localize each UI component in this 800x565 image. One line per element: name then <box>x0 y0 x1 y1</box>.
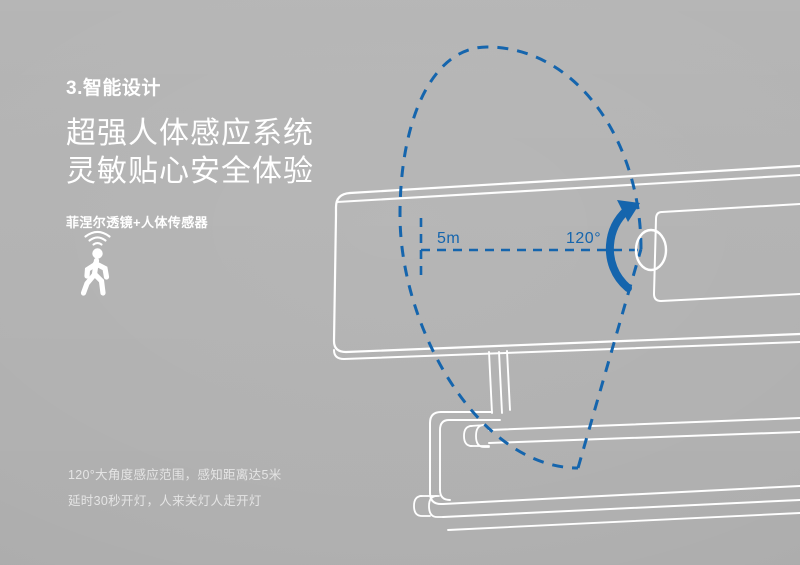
caption-line-2: 延时30秒开灯，人来关灯人走开灯 <box>68 494 262 509</box>
caption-line-1: 120°大角度感应范围，感知距离达5米 <box>68 468 282 482</box>
distance-label: 5m <box>437 230 460 247</box>
feature-caption: 120°大角度感应范围，感知距离达5米 延时30秒开灯，人来关灯人走开灯 <box>68 462 398 515</box>
section-eyebrow: 3.智能设计 <box>66 78 161 99</box>
person-body <box>80 257 110 296</box>
distance-guideline <box>419 218 638 282</box>
headline-block: 3.智能设计 超强人体感应系统 灵敏贴心安全体验 菲涅尔透镜+人体传感器 <box>66 78 366 231</box>
headline-line-2: 灵敏贴心安全体验 <box>66 155 314 189</box>
drying-rack-line-art <box>332 164 800 531</box>
pir-sensor-lens <box>634 228 668 272</box>
headline-line-1: 超强人体感应系统 <box>66 116 314 150</box>
page-title: 超强人体感应系统 灵敏贴心安全体验 <box>66 115 366 192</box>
subheadline: 菲涅尔透镜+人体传感器 <box>66 214 208 230</box>
sweep-arrow <box>605 200 640 292</box>
angle-label: 120° <box>566 230 601 247</box>
walking-person-motion-sensor-icon <box>80 230 111 296</box>
detection-cone <box>398 45 643 470</box>
person-head <box>92 248 103 259</box>
motion-wave-arcs <box>84 230 111 246</box>
